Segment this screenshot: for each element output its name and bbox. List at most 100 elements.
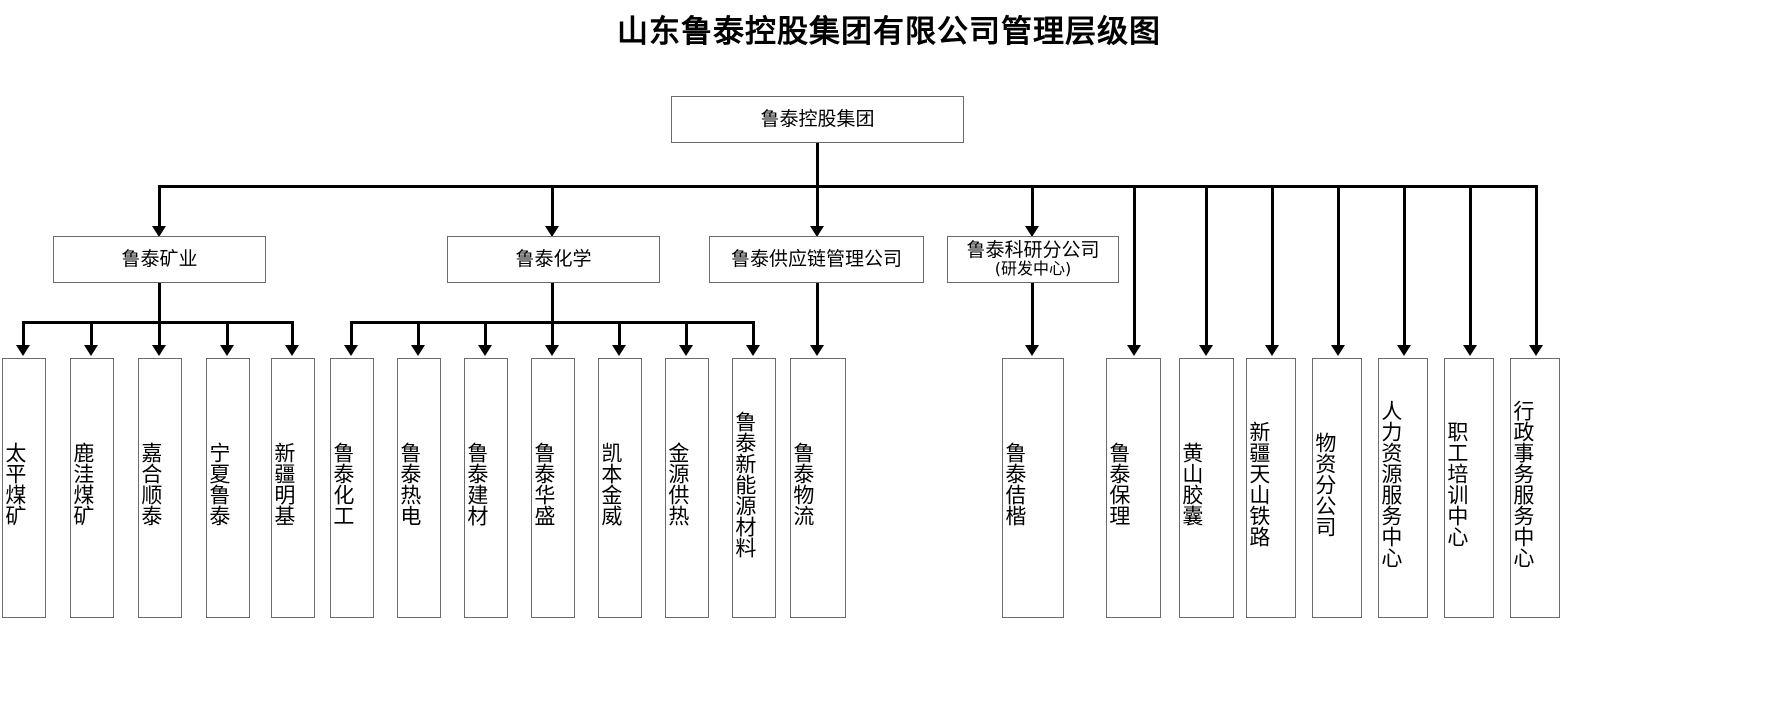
leaf-mining-2[interactable]: 嘉合顺泰: [138, 358, 182, 618]
arrow-mining-2: [152, 345, 166, 356]
arrow-direct-7: [1529, 345, 1543, 356]
leaf-mining-3[interactable]: 宁夏鲁泰: [206, 358, 250, 618]
connector-mining-drop-4: [291, 321, 294, 349]
connector-chemical-drop-5: [685, 321, 688, 349]
connector-chemical-drop-4: [618, 321, 621, 349]
leaf-chemical-5[interactable]: 金源供热: [665, 358, 709, 618]
leaf-direct-6[interactable]: 职工培训中心: [1444, 358, 1494, 618]
connector-chemical-drop-6: [752, 321, 755, 349]
leaf-direct-7[interactable]: 行政事务服务中心: [1510, 358, 1560, 618]
leaf-direct-1[interactable]: 鲁泰保理: [1106, 358, 1161, 618]
node-supplychain[interactable]: 鲁泰供应链管理公司: [709, 236, 924, 283]
connector-bus-to-research: [1031, 185, 1034, 231]
leaf-direct-2[interactable]: 黄山胶囊: [1179, 358, 1234, 618]
arrow-chemical-2: [478, 345, 492, 356]
leaf-chemical-4[interactable]: 凯本金威: [598, 358, 642, 618]
leaf-supplychain-0[interactable]: 鲁泰物流: [790, 358, 846, 618]
leaf-mining-1-label: 鹿洼煤矿: [70, 442, 95, 526]
connector-main-bus: [158, 185, 1538, 188]
connector-chemical-drop-1: [417, 321, 420, 349]
connector-direct-stem-6: [1469, 185, 1472, 349]
leaf-supplychain-0-label: 鲁泰物流: [790, 442, 815, 526]
connector-supplychain-stem: [816, 283, 819, 349]
arrow-direct-5: [1397, 345, 1411, 356]
arrow-mining-0: [16, 345, 30, 356]
leaf-mining-4[interactable]: 新疆明基: [271, 358, 315, 618]
leaf-direct-4[interactable]: 物资分公司: [1312, 358, 1362, 618]
arrow-to-research: [1025, 226, 1039, 237]
leaf-chemical-5-label: 金源供热: [665, 442, 690, 526]
connector-direct-stem-4: [1337, 185, 1340, 349]
arrow-chemical-5: [679, 345, 693, 356]
arrow-direct-2: [1199, 345, 1213, 356]
connector-bus-to-chemical: [551, 185, 554, 231]
connector-direct-stem-2: [1205, 185, 1208, 349]
arrow-chemical-3: [545, 345, 559, 356]
node-mining[interactable]: 鲁泰矿业: [53, 236, 266, 283]
node-chemical[interactable]: 鲁泰化学: [447, 236, 660, 283]
arrow-chemical-1: [411, 345, 425, 356]
node-chemical-label: 鲁泰化学: [515, 247, 592, 270]
arrow-mining-4: [285, 345, 299, 356]
connector-direct-stem-7: [1535, 185, 1538, 349]
leaf-chemical-1[interactable]: 鲁泰热电: [397, 358, 441, 618]
leaf-mining-2-label: 嘉合顺泰: [138, 442, 163, 526]
node-mining-label: 鲁泰矿业: [121, 247, 198, 270]
arrow-to-supplychain: [810, 226, 824, 237]
leaf-mining-0[interactable]: 太平煤矿: [2, 358, 46, 618]
connector-direct-stem-1: [1133, 185, 1136, 349]
leaf-direct-0-label: 鲁泰佶楷: [1002, 442, 1027, 526]
arrow-supplychain-0: [810, 345, 824, 356]
arrow-direct-0: [1025, 345, 1039, 356]
leaf-direct-5-label: 人力资源服务中心: [1378, 400, 1403, 568]
node-research[interactable]: 鲁泰科研分公司 (研发中心): [947, 236, 1119, 283]
leaf-direct-6-label: 职工培训中心: [1444, 421, 1469, 547]
connector-mining-stem: [158, 283, 161, 323]
leaf-chemical-2[interactable]: 鲁泰建材: [464, 358, 508, 618]
connector-bus-to-mining: [158, 185, 161, 231]
leaf-direct-0[interactable]: 鲁泰佶楷: [1002, 358, 1064, 618]
leaf-chemical-3-label: 鲁泰华盛: [531, 442, 556, 526]
leaf-chemical-0[interactable]: 鲁泰化工: [330, 358, 374, 618]
leaf-mining-4-label: 新疆明基: [271, 442, 296, 526]
connector-direct-stem-5: [1403, 185, 1406, 349]
connector-chemical-drop-3: [551, 321, 554, 349]
leaf-direct-3[interactable]: 新疆天山铁路: [1246, 358, 1296, 618]
connector-mining-drop-2: [158, 321, 161, 349]
leaf-direct-4-label: 物资分公司: [1312, 431, 1337, 537]
leaf-chemical-1-label: 鲁泰热电: [397, 442, 422, 526]
node-root-label: 鲁泰控股集团: [760, 107, 875, 130]
leaf-direct-1-label: 鲁泰保理: [1106, 442, 1131, 526]
connector-chemical-drop-0: [350, 321, 353, 349]
arrow-direct-3: [1265, 345, 1279, 356]
connector-bus-to-supplychain: [816, 185, 819, 231]
connector-chemical-stem: [551, 283, 554, 323]
arrow-direct-4: [1331, 345, 1345, 356]
leaf-chemical-3[interactable]: 鲁泰华盛: [531, 358, 575, 618]
leaf-chemical-6[interactable]: 鲁泰新能源材料: [732, 358, 776, 618]
node-research-label: 鲁泰科研分公司: [966, 239, 1100, 262]
arrow-mining-1: [84, 345, 98, 356]
connector-mining-drop-0: [22, 321, 25, 349]
leaf-chemical-4-label: 凯本金威: [598, 442, 623, 526]
connector-mining-drop-1: [90, 321, 93, 349]
arrow-direct-6: [1463, 345, 1477, 356]
connector-root-stem: [816, 143, 819, 187]
leaf-direct-5[interactable]: 人力资源服务中心: [1378, 358, 1428, 618]
page-title: 山东鲁泰控股集团有限公司管理层级图: [617, 14, 1161, 50]
leaf-mining-0-label: 太平煤矿: [2, 442, 27, 526]
leaf-chemical-6-label: 鲁泰新能源材料: [732, 410, 757, 558]
arrow-chemical-6: [746, 345, 760, 356]
node-root[interactable]: 鲁泰控股集团: [671, 96, 964, 143]
node-research-sublabel: (研发中心): [994, 259, 1072, 279]
leaf-direct-3-label: 新疆天山铁路: [1246, 421, 1271, 547]
connector-direct-stem-3: [1271, 185, 1274, 349]
node-supplychain-label: 鲁泰供应链管理公司: [730, 247, 902, 270]
arrow-direct-1: [1127, 345, 1141, 356]
arrow-chemical-0: [344, 345, 358, 356]
leaf-mining-1[interactable]: 鹿洼煤矿: [70, 358, 114, 618]
arrow-chemical-4: [612, 345, 626, 356]
leaf-chemical-0-label: 鲁泰化工: [330, 442, 355, 526]
leaf-direct-7-label: 行政事务服务中心: [1510, 400, 1535, 568]
leaf-chemical-2-label: 鲁泰建材: [464, 442, 489, 526]
